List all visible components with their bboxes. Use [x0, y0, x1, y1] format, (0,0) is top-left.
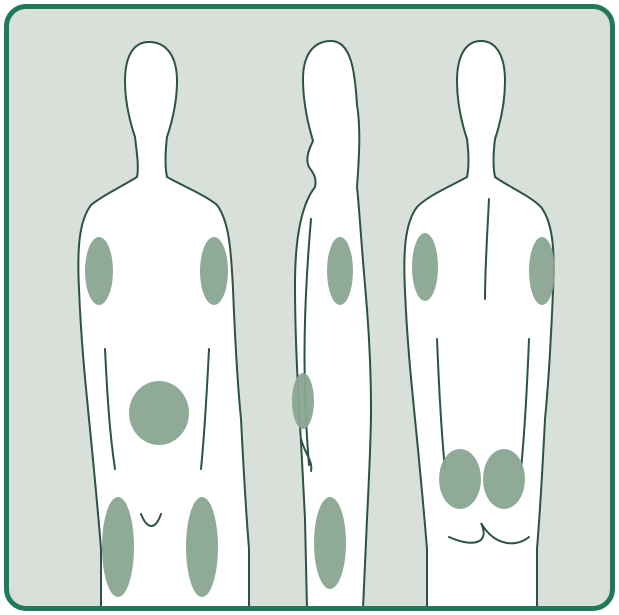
- injection-site-side-abdomen: [292, 373, 314, 429]
- injection-site-side-thigh: [314, 497, 346, 589]
- injection-site-front-left-arm: [85, 237, 113, 305]
- injection-site-back-right-buttock: [483, 449, 525, 509]
- injection-site-back-left-arm: [412, 233, 438, 301]
- injection-site-front-left-thigh: [102, 497, 134, 597]
- diagram-frame: [4, 4, 615, 611]
- injection-site-side-arm: [327, 237, 353, 305]
- injection-site-front-abdomen: [129, 381, 189, 445]
- injection-site-back-left-buttock: [439, 449, 481, 509]
- injection-site-front-right-arm: [200, 237, 228, 305]
- front-body-outline: [78, 42, 249, 606]
- injection-site-front-right-thigh: [186, 497, 218, 597]
- figure-front: [78, 42, 249, 606]
- figure-back: [404, 41, 555, 606]
- body-diagram: [9, 9, 610, 606]
- back-body-outline: [404, 41, 553, 606]
- figure-side: [292, 41, 371, 606]
- injection-site-back-right-arm: [529, 237, 555, 305]
